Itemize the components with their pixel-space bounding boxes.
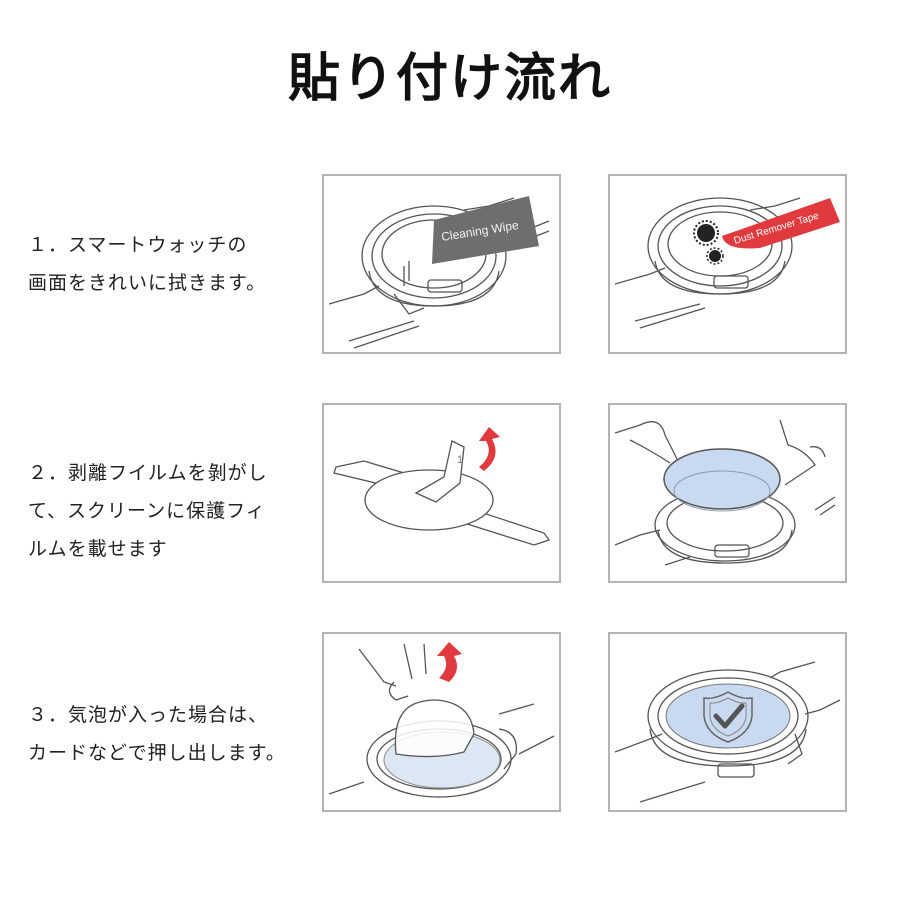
step-3-text: ３．気泡が入った場合は、 カードなどで押し出します。 <box>28 696 286 772</box>
step-1-text: １．スマートウォッチの 画面をきれいに拭きます。 <box>28 226 266 302</box>
step-3-line-2: カードなどで押し出します。 <box>28 742 286 764</box>
step-2-line-1: ２．剥離フイルムを剝がし <box>28 462 268 484</box>
cleaning-wipe-icon: Cleaning Wipe <box>328 196 550 349</box>
step-1-line-1: １．スマートウォッチの <box>28 234 248 256</box>
place-film-icon <box>614 419 836 566</box>
dust-particle-icon <box>693 220 724 265</box>
shield-check-icon <box>703 691 753 743</box>
step-2-line-3: ルムを載せます <box>28 538 168 560</box>
step-2-image-place-film <box>608 403 847 583</box>
step-1-line-2: 画面をきれいに拭きます。 <box>28 272 267 294</box>
step-3-image-protected-screen <box>608 632 847 812</box>
step-1-image-dust-remover: Dust Remover Tape <box>608 174 847 354</box>
step-2-line-2: て、スクリーンに保護フィ <box>28 500 266 522</box>
red-arrow-icon <box>479 427 500 471</box>
step-2-image-peel-film: 1 <box>322 403 561 583</box>
remove-bubbles-icon <box>328 642 555 798</box>
step-2-text: ２．剥離フイルムを剝がし て、スクリーンに保護フィ ルムを載せます <box>28 454 268 568</box>
step-3-line-1: ３．気泡が入った場合は、 <box>28 704 269 726</box>
film-tab-number: 1 <box>457 454 463 466</box>
peel-film-icon: 1 <box>333 427 551 546</box>
step-1-image-cleaning-wipe: Cleaning Wipe <box>322 174 561 354</box>
step-3-image-remove-bubbles <box>322 632 561 812</box>
page-title: 貼り付け流れ <box>287 49 612 109</box>
red-arrow-icon <box>437 642 462 682</box>
protected-screen-icon <box>614 661 841 803</box>
dust-remover-tape-icon: Dust Remover Tape <box>614 197 840 329</box>
